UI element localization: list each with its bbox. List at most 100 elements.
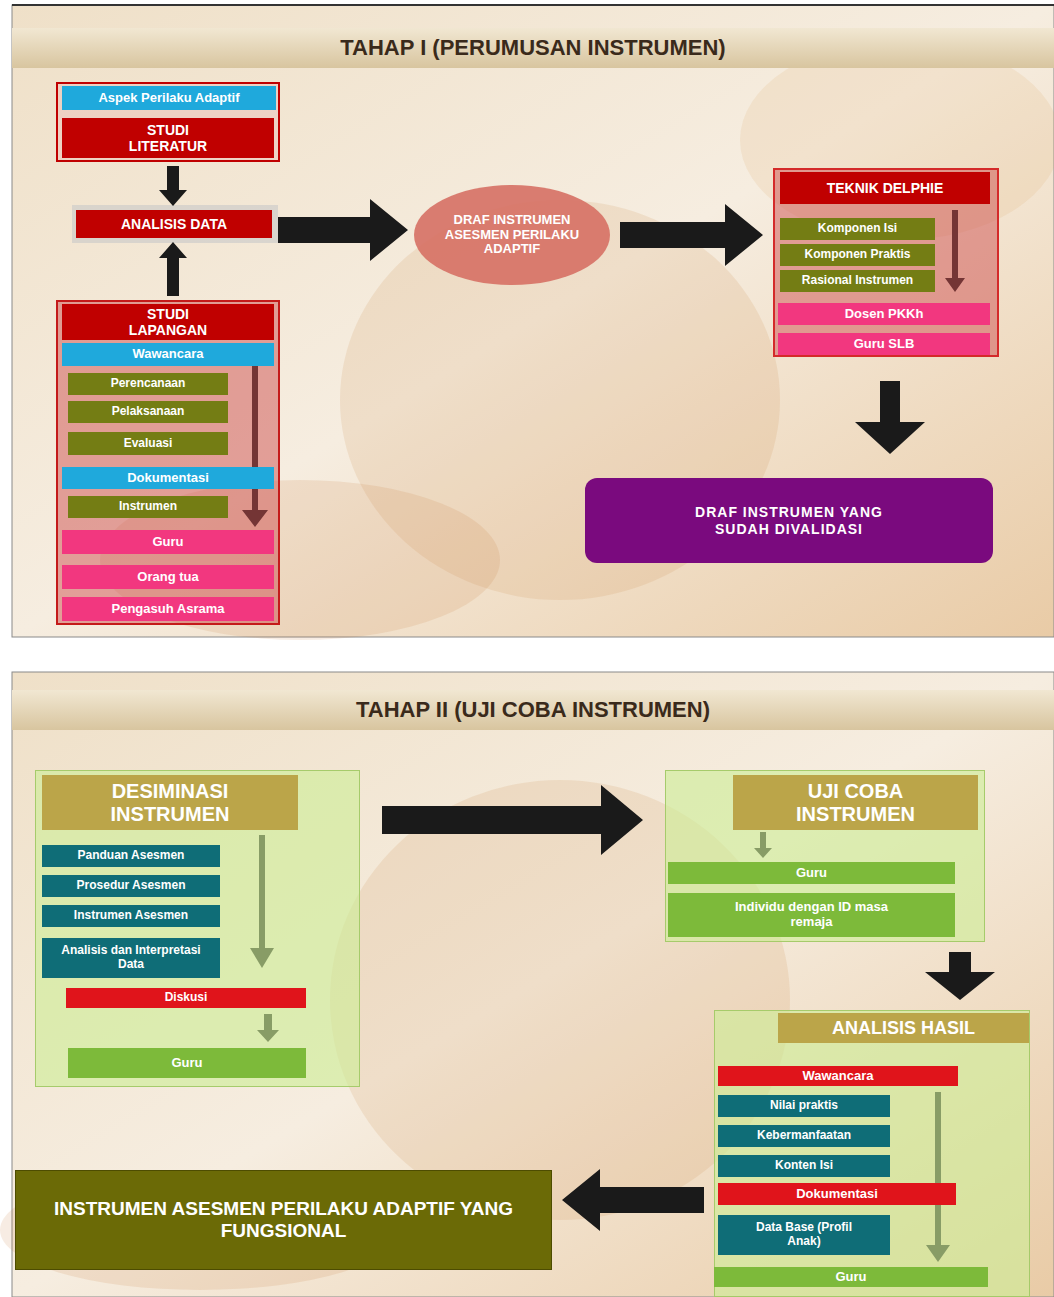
group-box: UJI COBA INSTRUMEN GuruIndividu dengan ID… (665, 770, 985, 942)
group-box: STUDI LAPANGAN WawancaraPerencanaanPelaks… (56, 300, 280, 625)
source-strip: Dosen PKKh (778, 303, 990, 325)
item-strip: Rasional Instrumen (780, 270, 935, 292)
source-strip: Pengasuh Asrama (62, 597, 274, 621)
source-strip: Guru (62, 530, 274, 554)
node-text: Guru SLB (854, 337, 915, 352)
header-strip: UJI COBA INSTRUMEN (733, 775, 978, 830)
node-text: Data Base (Profil Anak) (754, 1221, 854, 1249)
source-strip: Guru (714, 1267, 988, 1287)
node-text: Panduan Asesmen (78, 849, 185, 863)
item-strip: Komponen Praktis (780, 244, 935, 266)
node-text: Kebermanfaatan (757, 1129, 851, 1143)
item-strip: Analisis dan Interpretasi Data (42, 938, 220, 978)
item-strip: Kebermanfaatan (718, 1125, 890, 1147)
node-text: Individu dengan ID masa remaja (727, 900, 897, 930)
panel-ground (12, 672, 1054, 1297)
node-text: Guru (835, 1270, 866, 1285)
node-text: Komponen Praktis (804, 248, 910, 262)
header-strip: STUDI LITERATUR (62, 118, 274, 158)
group-box: TEKNIK DELPHIE Komponen IsiKomponen Prakt… (773, 168, 999, 357)
item-strip: Komponen Isi (780, 218, 935, 240)
item-strip: Panduan Asesmen (42, 845, 220, 867)
node-text: Dosen PKKh (845, 307, 924, 322)
shadow-box (72, 205, 278, 243)
node-text: Dokumentasi (796, 1187, 878, 1202)
header-text: STUDI LITERATUR (118, 122, 218, 154)
node-text: Evaluasi (124, 437, 173, 451)
node-text: Guru (796, 866, 827, 881)
block-arrow (278, 199, 408, 261)
block-arrow (855, 381, 925, 454)
ellipse-fill (414, 185, 610, 285)
node-text: Aspek Perilaku Adaptif (98, 91, 239, 106)
source-strip: Guru SLB (778, 333, 990, 355)
draft-ellipse: DRAF INSTRUMEN ASESMEN PERILAKU ADAPTIF (414, 185, 610, 285)
stage-band: TAHAP II (UJI COBA INSTRUMEN) (12, 690, 1054, 730)
group-box: STUDI LITERATUR Aspek Perilaku Adaptif (56, 82, 280, 162)
label-strip: Wawancara (62, 343, 274, 366)
result-box: DRAF INSTRUMEN YANG SUDAH DIVALIDASI (585, 478, 993, 563)
node-text: Nilai praktis (770, 1099, 838, 1113)
node-text: Prosedur Asesmen (77, 879, 186, 893)
item-strip: Nilai praktis (718, 1095, 890, 1117)
label-strip: Aspek Perilaku Adaptif (62, 86, 276, 110)
header-text: UJI COBA INSTRUMEN (776, 780, 936, 826)
node-text: Pengasuh Asrama (112, 602, 225, 617)
source-strip: Individu dengan ID masa remaja (668, 893, 955, 937)
block-arrow (159, 242, 187, 296)
block-arrow (925, 952, 995, 1000)
item-strip: Prosedur Asesmen (42, 875, 220, 897)
header-text: TEKNIK DELPHIE (827, 180, 944, 196)
result-box: INSTRUMEN ASESMEN PERILAKU ADAPTIF YANG … (15, 1170, 552, 1270)
block-arrow (159, 166, 187, 206)
stage-title: TAHAP I (PERUMUSAN INSTRUMEN) (340, 35, 725, 60)
block-arrow (382, 785, 643, 855)
item-strip: Konten Isi (718, 1155, 890, 1177)
group-box: DESIMINASI INSTRUMEN Panduan AsesmenProse… (35, 770, 360, 1087)
stage-band: TAHAP I (PERUMUSAN INSTRUMEN) (12, 28, 1054, 68)
label-strip: Wawancara (718, 1066, 958, 1086)
source-strip: Orang tua (62, 565, 274, 589)
node-text: Konten Isi (775, 1159, 833, 1173)
node-text: Instrumen (119, 500, 177, 514)
label-strip: Dokumentasi (62, 467, 274, 489)
node-text: Dokumentasi (127, 471, 209, 486)
node-text: Guru (152, 535, 183, 550)
header-strip: TEKNIK DELPHIE (780, 172, 990, 204)
node-text: Guru (171, 1056, 202, 1071)
item-strip: Data Base (Profil Anak) (718, 1215, 890, 1255)
node-text: Wawancara (132, 347, 203, 362)
item-strip: Perencanaan (68, 373, 228, 395)
node-text: Pelaksanaan (112, 405, 185, 419)
header-strip: STUDI LAPANGAN (62, 304, 274, 340)
node-text: Diskusi (165, 991, 208, 1005)
process-box: ANALISIS DATA (76, 210, 272, 238)
source-strip: Guru (668, 862, 955, 884)
header-text: STUDI LAPANGAN (113, 306, 223, 338)
label-strip: Dokumentasi (718, 1183, 956, 1205)
header-text: DESIMINASI INSTRUMEN (70, 780, 270, 826)
item-strip: Pelaksanaan (68, 401, 228, 423)
node-text: Perencanaan (111, 377, 186, 391)
node-text: Wawancara (802, 1069, 873, 1084)
header-strip: ANALISIS HASIL (778, 1013, 1029, 1043)
item-strip: Instrumen Asesmen (42, 905, 220, 927)
header-text: ANALISIS HASIL (832, 1018, 975, 1039)
group-box: ANALISIS HASIL WawancaraNilai praktisKebe… (714, 1010, 1030, 1297)
node-text: DRAF INSTRUMEN YANG SUDAH DIVALIDASI (674, 504, 904, 536)
node-text: Analisis dan Interpretasi Data (51, 944, 211, 972)
block-arrow (562, 1169, 704, 1231)
item-strip: Evaluasi (68, 432, 228, 455)
item-strip: Instrumen (68, 496, 228, 518)
source-strip: Guru (68, 1048, 306, 1078)
node-text: INSTRUMEN ASESMEN PERILAKU ADAPTIF YANG … (44, 1198, 524, 1242)
top-rule (12, 4, 1054, 6)
label-strip: Diskusi (66, 988, 306, 1008)
node-text: Orang tua (137, 570, 198, 585)
node-text: DRAF INSTRUMEN ASESMEN PERILAKU ADAPTIF (442, 213, 582, 258)
node-text: ANALISIS DATA (121, 216, 227, 232)
header-strip: DESIMINASI INSTRUMEN (42, 775, 298, 830)
node-text: Rasional Instrumen (802, 274, 913, 288)
stage-title: TAHAP II (UJI COBA INSTRUMEN) (356, 697, 710, 722)
